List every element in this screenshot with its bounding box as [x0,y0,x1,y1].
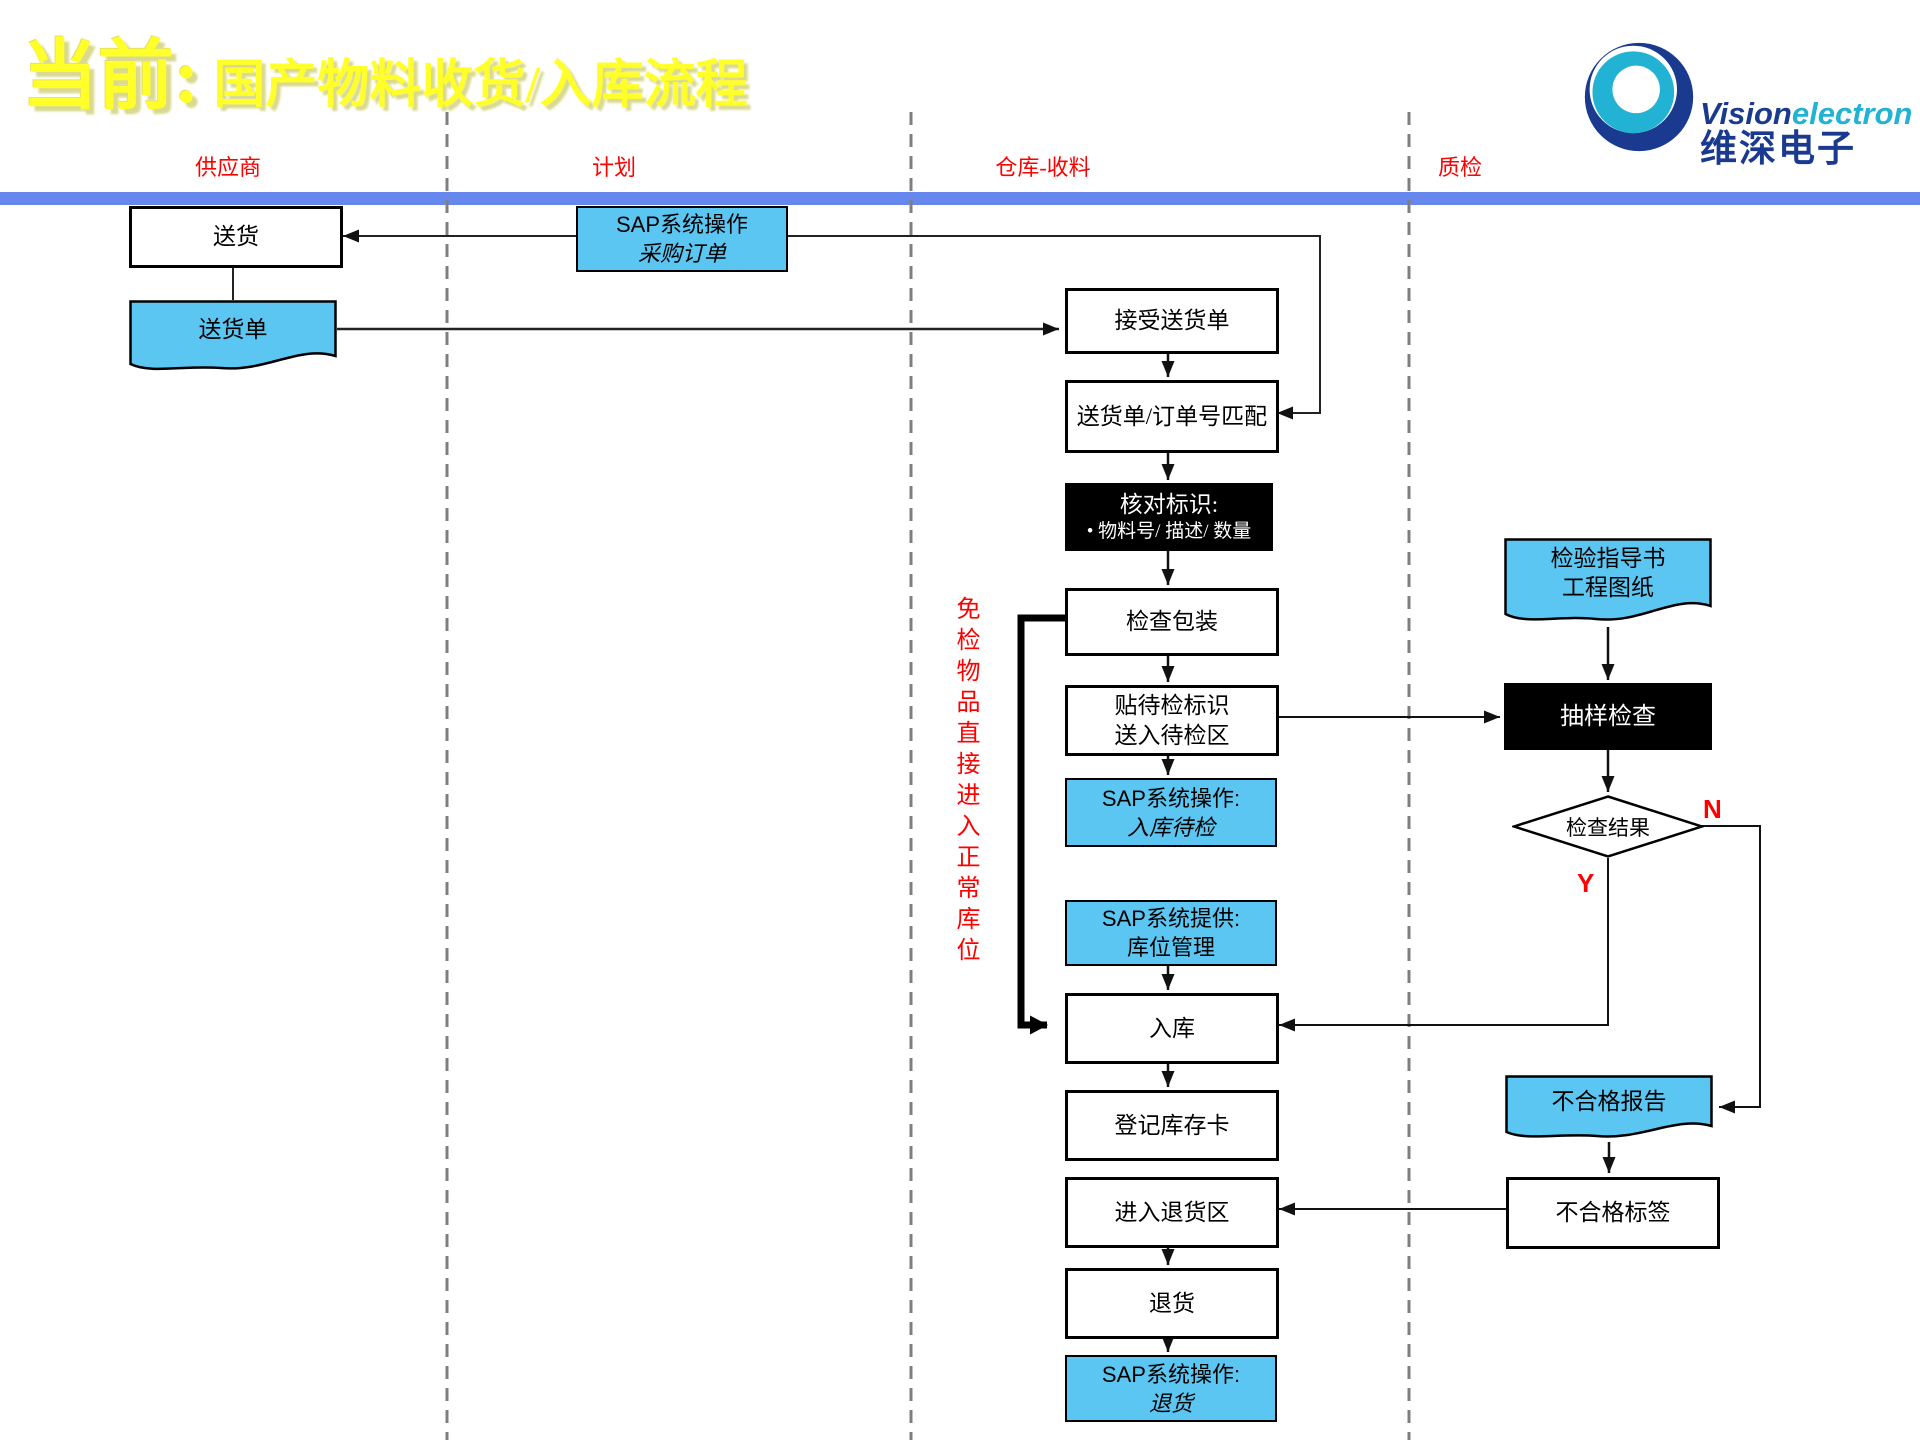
node-nonconformance-label: 不合格标签 [1506,1177,1720,1249]
logo-brand-en-2: electron [1791,96,1913,131]
node-label: 送货 [213,224,259,249]
node-label: 检查包装 [1126,609,1218,634]
node-label-line1: 核对标识: [1119,492,1219,517]
decision-no-label: N [1703,794,1722,824]
node-label-line2: 送入待检区 [1114,722,1230,748]
node-nonconformance-report-document: 不合格报告 [1505,1075,1713,1142]
lane-header-warehouse: 仓库-收料 [995,155,1091,180]
node-verify-identification: 核对标识: • 物料号/ 描述/ 数量 [1065,483,1273,551]
bypass-note: 免检物品直接进入正常库位 [952,596,978,968]
logo-brand-cn: 维深电子 [1700,128,1856,169]
node-sap-pending-inspection: SAP系统操作: 入库待检 [1065,778,1277,847]
node-label-line1: SAP系统操作: [1101,785,1241,811]
document-shape [1504,538,1712,621]
decision-yes-label: Y [1577,868,1595,898]
node-register-inventory-card: 登记库存卡 [1065,1090,1279,1161]
node-accept-delivery-note: 接受送货单 [1065,288,1279,354]
lane-header-supplier: 供应商 [194,155,262,180]
node-label: 送货单 [198,316,268,342]
diamond-shape [1509,795,1707,858]
node-label-line1: 贴待检标识 [1114,692,1230,718]
node-label-line1: SAP系统操作 [615,212,749,237]
title-main: 国产物料收货/入库流程 [213,57,748,114]
node-sap-location-management: SAP系统提供: 库位管理 [1065,900,1277,966]
node-label: 不合格标签 [1555,1200,1671,1225]
node-label-line1: SAP系统操作: [1101,1361,1241,1387]
node-deliver: 送货 [129,206,343,268]
node-label: 检查结果 [1566,815,1650,840]
node-label: 抽样检查 [1560,703,1656,730]
node-match-order-number: 送货单/订单号匹配 [1065,380,1279,453]
header-divider-bar [0,192,1920,205]
node-label: 送货单/订单号匹配 [1076,403,1268,429]
lane-header-qc: 质检 [1437,155,1483,180]
node-label: 登记库存卡 [1114,1112,1230,1138]
logo-swoosh-icon [1584,42,1694,152]
node-delivery-note-document: 送货单 [129,300,337,375]
node-label-line1: 检验指导书 [1550,545,1666,571]
node-label: 检验指导书 工程图纸 [1504,538,1712,607]
node-check-result-decision: 检查结果 [1509,795,1707,858]
company-logo: Visionelectron 维深电子 [1582,40,1918,167]
document-shape [1505,1075,1713,1138]
node-check-packaging: 检查包装 [1065,588,1279,656]
node-label: 不合格报告 [1551,1088,1667,1114]
page-title: 当前: 国产物料收货/入库流程 [22,14,748,124]
node-warehouse-in: 入库 [1065,993,1279,1064]
node-label: 入库 [1149,1015,1195,1041]
node-sap-purchase-order: SAP系统操作 采购订单 [576,206,788,272]
node-label-line2: 工程图纸 [1562,574,1654,600]
node-sap-return: SAP系统操作: 退货 [1065,1355,1277,1422]
node-label: 进入退货区 [1114,1199,1230,1225]
document-shape [129,300,337,371]
node-enter-return-area: 进入退货区 [1065,1177,1279,1248]
node-label-line1: SAP系统提供: [1101,906,1241,931]
logo-brand-en-1: Vision [1700,96,1792,131]
node-label-line2: 退货 [1148,1390,1193,1416]
title-prefix: 当前: [22,35,200,119]
node-sampling-check: 抽样检查 [1504,683,1712,750]
lane-header-plan: 计划 [591,155,637,180]
node-label-line2: 入库待检 [1126,814,1215,840]
node-label-pending-inspection: 贴待检标识 送入待检区 [1065,685,1279,756]
logo-words: Visionelectron 维深电子 [1700,98,1912,167]
node-label-line2: 库位管理 [1126,935,1215,960]
node-label: 退货 [1149,1290,1195,1316]
node-label-line2: 采购订单 [637,241,726,266]
node-inspection-instructions-document: 检验指导书 工程图纸 [1504,538,1712,627]
node-label: 接受送货单 [1114,308,1230,333]
node-return-goods: 退货 [1065,1268,1279,1339]
node-label-line2: • 物料号/ 描述/ 数量 [1086,521,1252,542]
